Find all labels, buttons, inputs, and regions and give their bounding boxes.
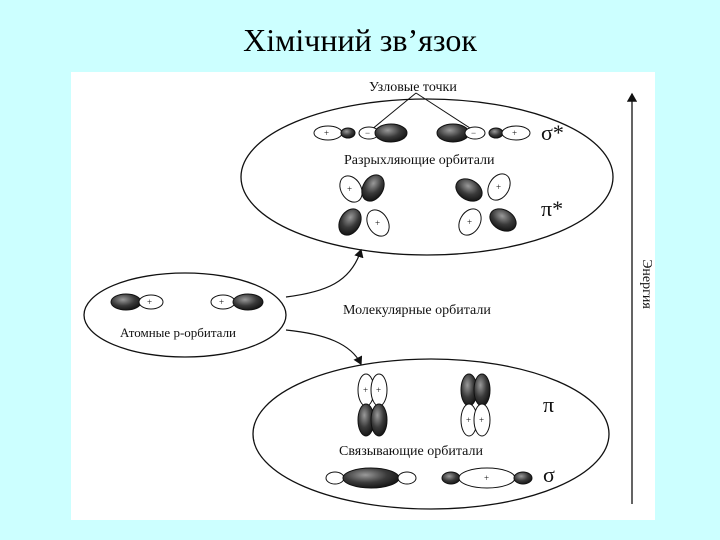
molecular-orbitals-label: Молекулярные орбитали (343, 303, 491, 318)
arrow-to-bonding (285, 329, 363, 366)
sigma-bonding-orbital-right (441, 467, 533, 489)
sigma-bonding-orbital-left (325, 467, 417, 489)
sigma-star-orbital-right (436, 123, 531, 143)
pi-star-label: π* (541, 196, 563, 221)
sign-plus: + (219, 297, 224, 307)
sign-plus: + (324, 128, 329, 138)
sign-plus: + (484, 473, 489, 483)
antibonding-label: Разрыхляющие орбитали (344, 153, 495, 168)
sign-plus: + (466, 415, 471, 425)
sign-plus: + (147, 297, 152, 307)
slide-title: Хімічний зв’язок (243, 22, 477, 58)
sign-markers: + − − + + + + + + + + + + + + (147, 128, 517, 483)
sigma-star-orbital-left (313, 123, 408, 143)
atomic-p-orbital-right (210, 293, 264, 311)
nodal-points-label: Узловые точки (369, 80, 457, 95)
sign-plus: + (512, 128, 517, 138)
pi-label: π (543, 392, 554, 417)
pi-bonding-orbital-right (460, 373, 491, 437)
bonding-ellipse (252, 358, 610, 510)
pi-star-orbital-right (455, 173, 517, 236)
sign-minus: − (471, 128, 476, 138)
sign-plus: + (375, 218, 380, 228)
atomic-p-orbital-left (110, 293, 164, 311)
arrow-to-antibonding (285, 248, 364, 298)
atomic-orbitals-ellipse (83, 272, 287, 358)
sign-plus: + (363, 385, 368, 395)
sign-plus: + (376, 385, 381, 395)
energy-label: Энергия (639, 259, 654, 309)
antibonding-ellipse (240, 98, 614, 256)
bonding-label: Связывающие орбитали (339, 444, 483, 459)
sign-plus: + (496, 182, 501, 192)
pi-star-orbital-left (338, 174, 390, 237)
sign-minus: − (365, 128, 370, 138)
pi-bonding-orbital-left (357, 373, 388, 437)
sign-plus: + (347, 184, 352, 194)
sigma-star-label: σ* (541, 120, 564, 145)
sign-plus: + (467, 217, 472, 227)
sign-plus: + (479, 415, 484, 425)
molecular-orbital-diagram: Энергия Узловые точки σ* Разрыхляющие ор… (71, 72, 655, 520)
sigma-label: σ (543, 462, 555, 487)
atomic-orbitals-label: Атомные р-орбитали (120, 325, 236, 340)
